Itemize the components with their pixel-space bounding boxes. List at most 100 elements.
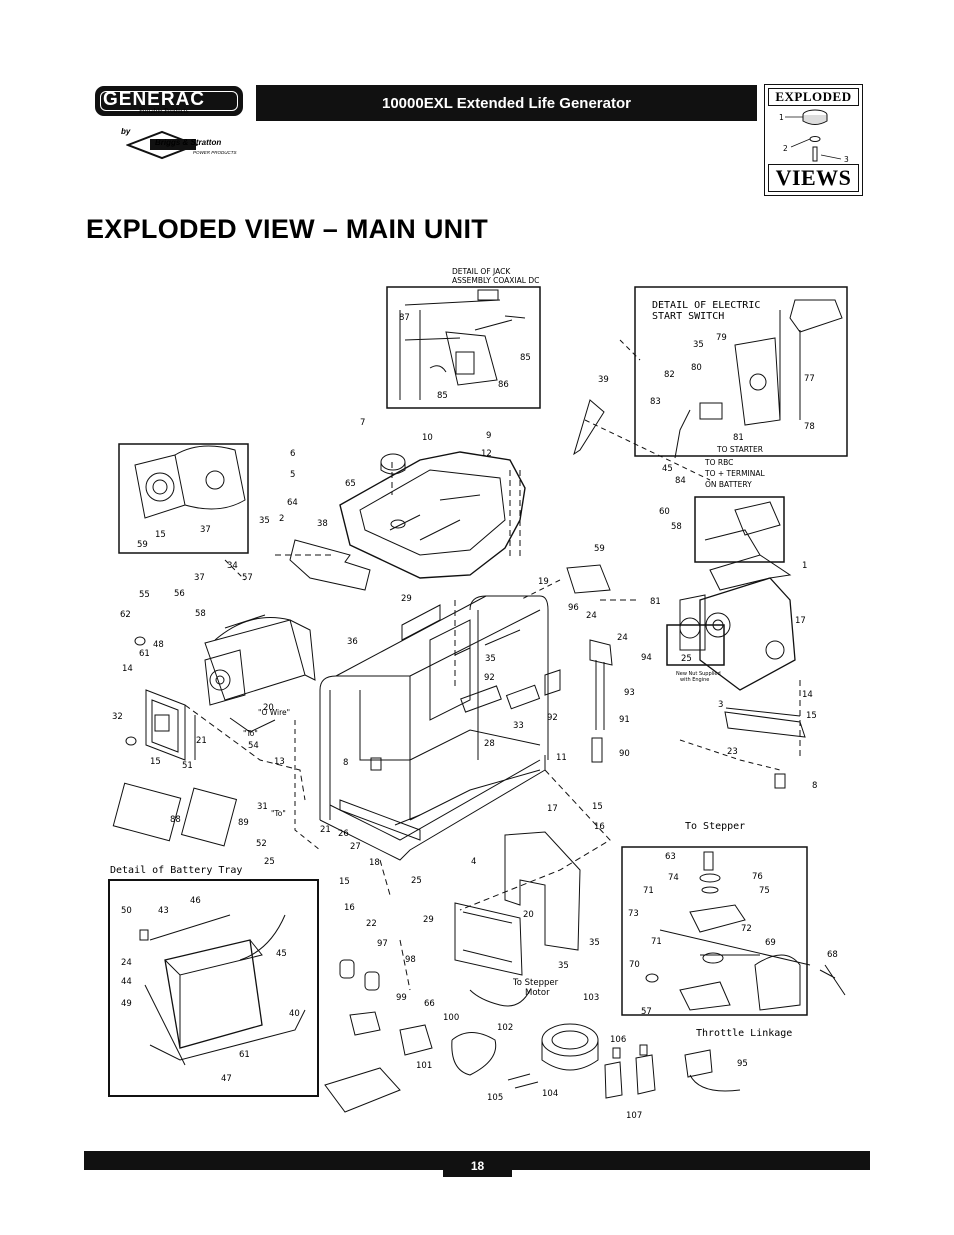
part-label-85a: 85	[520, 353, 531, 363]
part-label-22: 22	[366, 919, 377, 929]
part-label-25a: 25	[681, 654, 692, 664]
part-label-35a: 35	[693, 340, 704, 350]
badge-bottom-text: VIEWS	[768, 164, 859, 192]
part-label-5: 5	[290, 470, 295, 480]
page-number: 18	[443, 1151, 512, 1177]
part-label-26: 26	[338, 829, 349, 839]
part-label-73: 73	[628, 909, 639, 919]
part-label-15c: 15	[150, 757, 161, 767]
part-label-38: 38	[317, 519, 328, 529]
part-label-29b: 29	[423, 915, 434, 925]
part-label-84: 84	[675, 476, 686, 486]
to-stepper-caption: To Stepper	[685, 821, 745, 832]
part-label-21b: 21	[320, 825, 331, 835]
part-label-29a: 29	[401, 594, 412, 604]
part-label-15e: 15	[339, 877, 350, 887]
part-label-103: 103	[583, 993, 599, 1003]
battery-tray-caption: Detail of Battery Tray	[110, 865, 242, 876]
part-label-6: 6	[290, 449, 295, 459]
part-label-95: 95	[737, 1059, 748, 1069]
generac-logo: GENERAC	[95, 86, 243, 116]
part-label-64: 64	[287, 498, 298, 508]
part-label-19: 19	[538, 577, 549, 587]
engine-cover-detail-box	[694, 496, 785, 563]
part-label-66: 66	[424, 999, 435, 1009]
part-label-24b: 24	[617, 633, 628, 643]
part-label-72: 72	[741, 924, 752, 934]
part-label-20b: 20	[523, 910, 534, 920]
part-label-57b: 57	[641, 1007, 652, 1017]
part-label-71b: 71	[651, 937, 662, 947]
badge-label-3: 3	[844, 155, 849, 164]
jack-detail-caption-2: ASSEMBLY COAXIAL DC	[452, 276, 539, 285]
throttle-linkage-caption: Throttle Linkage	[696, 1028, 792, 1039]
part-label-37a: 37	[200, 525, 211, 535]
part-label-17a: 17	[795, 616, 806, 626]
part-label-58b: 58	[195, 609, 206, 619]
part-label-7: 7	[360, 418, 365, 428]
part-label-17b: 17	[547, 804, 558, 814]
part-label-49: 49	[121, 999, 132, 1009]
part-label-71a: 71	[643, 886, 654, 896]
part-label-76: 76	[752, 872, 763, 882]
partner-name: Briggs & Stratton	[155, 138, 222, 147]
part-label-81a: 81	[733, 433, 744, 443]
part-label-87: 87	[399, 313, 410, 323]
part-label-74: 74	[668, 873, 679, 883]
part-label-36: 36	[347, 637, 358, 647]
on-battery-label: ON BATTERY	[705, 480, 752, 489]
part-label-35d: 35	[589, 938, 600, 948]
part-label-44: 44	[121, 977, 132, 987]
part-label-24c: 24	[121, 958, 132, 968]
jack-detail-caption: DETAIL OF JACK	[452, 267, 511, 276]
part-label-24a: 24	[586, 611, 597, 621]
part-label-101: 101	[416, 1061, 432, 1071]
part-label-88: 88	[170, 815, 181, 825]
part-label-102: 102	[497, 1023, 513, 1033]
page-title: EXPLODED VIEW – MAIN UNIT	[86, 214, 489, 244]
part-label-12: 12	[481, 449, 492, 459]
part-label-15b: 15	[806, 711, 817, 721]
part-label-51: 51	[182, 761, 193, 771]
part-label-68: 68	[827, 950, 838, 960]
part-label-56: 56	[174, 589, 185, 599]
part-label-83: 83	[650, 397, 661, 407]
part-label-25b: 25	[264, 857, 275, 867]
part-label-70: 70	[629, 960, 640, 970]
part-label-63: 63	[665, 852, 676, 862]
to-wire-caption: "To"	[243, 729, 258, 738]
part-label-16b: 16	[344, 903, 355, 913]
part-label-97: 97	[377, 939, 388, 949]
part-label-65: 65	[345, 479, 356, 489]
part-label-32: 32	[112, 712, 123, 722]
part-label-31: 31	[257, 802, 268, 812]
part-label-77: 77	[804, 374, 815, 384]
part-label-91: 91	[619, 715, 630, 725]
part-label-37b: 37	[194, 573, 205, 583]
part-label-106: 106	[610, 1035, 626, 1045]
part-label-35b: 35	[259, 516, 270, 526]
part-label-61b: 61	[239, 1050, 250, 1060]
new-nut-caption: New Nut Supplied	[676, 671, 721, 677]
badge-label-2: 2	[783, 144, 788, 153]
part-label-45a: 45	[662, 464, 673, 474]
part-label-90: 90	[619, 749, 630, 759]
part-label-8a: 8	[343, 758, 348, 768]
part-label-47: 47	[221, 1074, 232, 1084]
part-label-59b: 59	[594, 544, 605, 554]
document-title: 10000EXL Extended Life Generator	[256, 85, 757, 121]
part-label-89: 89	[238, 818, 249, 828]
part-label-14a: 14	[122, 664, 133, 674]
to-wire-caption-2: "To"	[271, 809, 286, 818]
part-label-35c: 35	[485, 654, 496, 664]
part-label-15d: 15	[592, 802, 603, 812]
part-label-69: 69	[765, 938, 776, 948]
part-label-10: 10	[422, 433, 433, 443]
part-label-23: 23	[727, 747, 738, 757]
battery-tray-detail-box	[108, 879, 319, 1097]
part-label-107: 107	[626, 1111, 642, 1121]
part-label-40: 40	[289, 1009, 300, 1019]
part-label-59a: 59	[137, 540, 148, 550]
part-label-3: 3	[718, 700, 723, 710]
